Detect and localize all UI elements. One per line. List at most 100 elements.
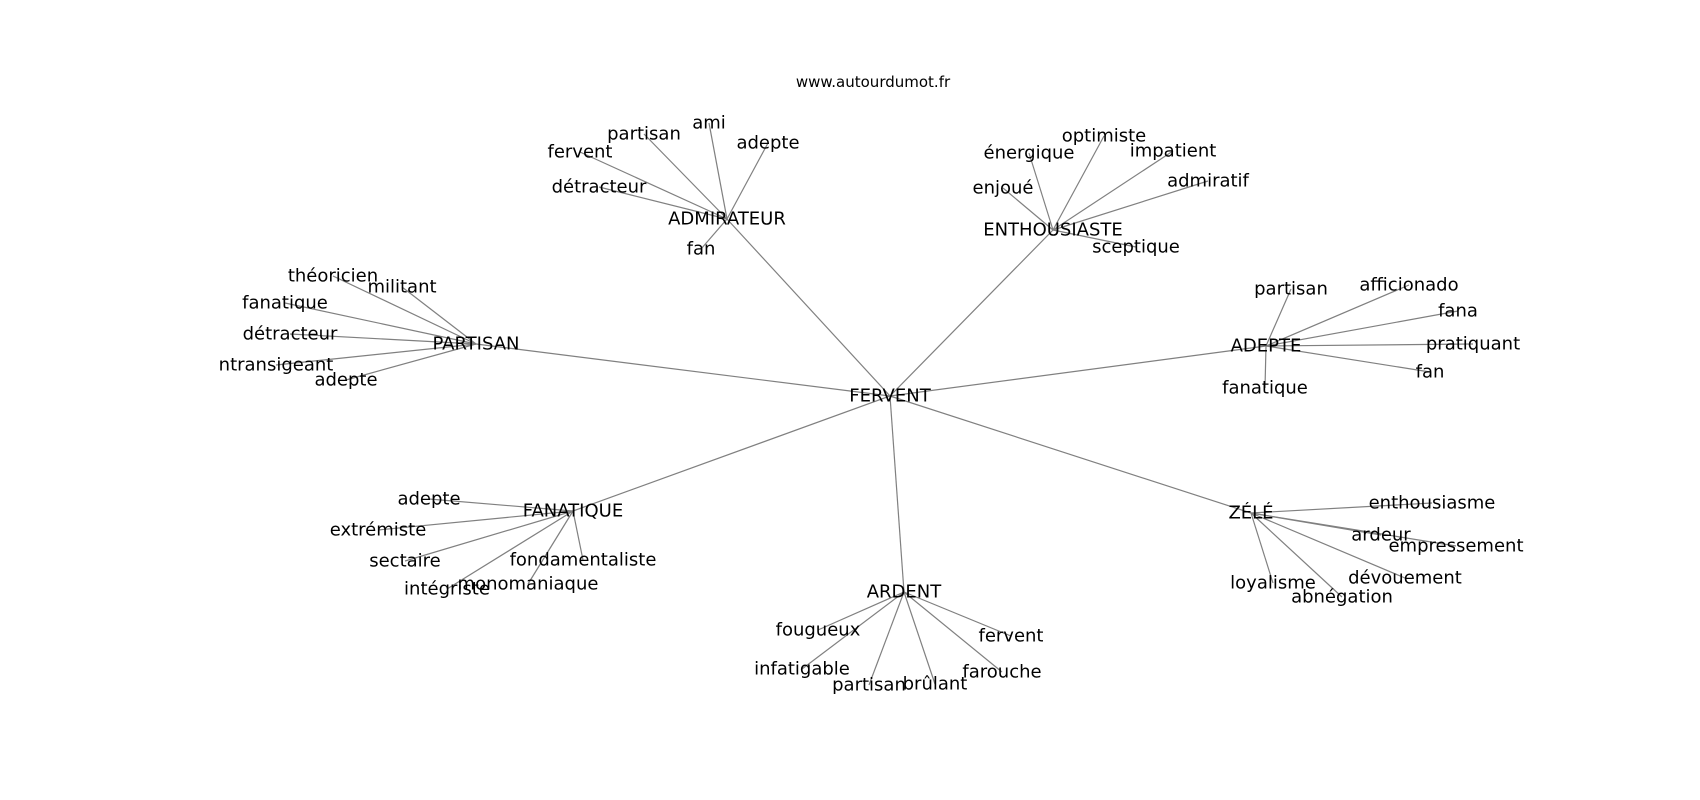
center-edge — [726, 218, 891, 397]
word-node[interactable]: militant — [367, 277, 436, 298]
center-edge — [889, 229, 1054, 397]
graph-labels: www.autourdumot.fr FERVENT ADMIRATEUR fan d… — [219, 73, 1524, 696]
word-edge — [726, 142, 769, 220]
word-node[interactable]: impatient — [1130, 141, 1217, 162]
word-edge — [903, 591, 1012, 637]
word-edge — [1265, 343, 1474, 347]
word-node[interactable]: brûlant — [903, 674, 968, 695]
word-node[interactable]: empressement — [1388, 536, 1523, 557]
word-node[interactable]: ami — [692, 113, 726, 134]
word-node[interactable]: partisan — [607, 124, 681, 145]
group-node[interactable]: ADMIRATEUR — [668, 209, 786, 230]
group-node[interactable]: FANATIQUE — [523, 501, 623, 522]
group-node[interactable]: ARDENT — [867, 582, 943, 603]
site-label[interactable]: www.autourdumot.fr — [796, 73, 951, 91]
word-edge — [428, 498, 574, 512]
word-node[interactable]: optimiste — [1062, 126, 1147, 147]
word-edge — [903, 591, 936, 685]
word-node[interactable]: détracteur — [243, 324, 338, 345]
word-node[interactable]: fervent — [978, 626, 1043, 647]
word-node[interactable]: sectaire — [369, 551, 441, 572]
word-node[interactable]: enthousiasme — [1369, 493, 1496, 514]
word-edge — [1250, 502, 1433, 514]
word-edge — [446, 510, 574, 590]
word-edge — [1265, 345, 1431, 373]
group-node[interactable]: ADEPTE — [1231, 336, 1302, 357]
word-edge — [1250, 512, 1406, 579]
center-edge — [475, 343, 891, 397]
center-edge — [889, 395, 905, 593]
word-edge — [801, 591, 905, 670]
word-node[interactable]: fervent — [547, 142, 612, 163]
word-node[interactable]: énergique — [984, 143, 1075, 164]
word-node[interactable]: fana — [1438, 301, 1478, 322]
word-node[interactable]: enjoué — [973, 178, 1034, 199]
word-edge — [1265, 284, 1410, 347]
word-edge — [1052, 180, 1209, 231]
word-edge — [377, 510, 574, 531]
word-edge — [1264, 345, 1267, 389]
word-node[interactable]: infatigable — [754, 659, 850, 680]
word-node[interactable]: extrémiste — [330, 520, 427, 541]
word-edge — [1028, 152, 1054, 231]
word-node[interactable]: adepte — [397, 489, 460, 510]
word-node[interactable]: adepte — [736, 133, 799, 154]
word-node[interactable]: sceptique — [1092, 237, 1180, 258]
word-node[interactable]: afficionado — [1359, 275, 1458, 296]
word-edge — [903, 591, 1003, 673]
word-node[interactable]: adepte — [314, 370, 377, 391]
word-edge — [1250, 512, 1457, 547]
word-edge — [598, 186, 728, 220]
word-edge — [1002, 187, 1054, 231]
word-edge — [527, 510, 574, 585]
word-node[interactable]: monomaniaque — [458, 574, 599, 595]
word-edge — [1265, 288, 1292, 347]
word-node[interactable]: fanatique — [1222, 378, 1308, 399]
word-node[interactable]: loyalisme — [1230, 573, 1316, 594]
word-node[interactable]: fanatique — [242, 293, 328, 314]
group-node[interactable]: ZÉLÉ — [1228, 502, 1273, 524]
word-node[interactable]: fondamentaliste — [510, 550, 657, 571]
word-edge — [700, 218, 728, 250]
word-edge — [404, 510, 574, 562]
word-node[interactable]: théoricien — [288, 266, 378, 287]
word-edge — [332, 275, 477, 345]
word-edge — [289, 333, 477, 345]
word-edge — [579, 151, 728, 220]
word-node[interactable]: intégriste — [404, 579, 490, 600]
word-node[interactable]: partisan — [1254, 279, 1328, 300]
word-node[interactable]: farouche — [962, 662, 1041, 683]
word-edge — [817, 591, 905, 631]
word-node[interactable]: partisan — [832, 675, 906, 696]
word-node[interactable]: abnégation — [1291, 587, 1393, 608]
word-node[interactable]: fougueux — [776, 620, 861, 641]
word-edge — [708, 122, 728, 220]
word-node[interactable]: ntransigeant — [219, 355, 334, 376]
word-edge — [345, 343, 477, 381]
word-edge — [643, 133, 728, 220]
group-node[interactable]: PARTISAN — [432, 334, 519, 355]
word-edge — [284, 302, 477, 345]
center-edge — [889, 395, 1252, 514]
word-edge — [1265, 310, 1459, 347]
graph-edges — [275, 122, 1474, 686]
word-node[interactable]: admiratif — [1167, 171, 1249, 192]
group-node[interactable]: ENTHOUSIASTE — [983, 220, 1123, 241]
word-edge — [572, 510, 584, 561]
word-edge — [1052, 135, 1105, 231]
word-node[interactable]: fan — [1416, 362, 1445, 383]
word-node[interactable]: dévouement — [1348, 568, 1462, 589]
word-edge — [1250, 512, 1274, 584]
word-node[interactable]: détracteur — [552, 177, 647, 198]
word-edge — [401, 286, 477, 345]
word-edge — [1052, 150, 1174, 231]
word-node[interactable]: ardeur — [1351, 525, 1411, 546]
word-edge — [868, 591, 905, 686]
word-edge — [1250, 512, 1343, 598]
center-edge — [572, 395, 891, 512]
word-node[interactable]: fan — [687, 239, 716, 260]
word-node[interactable]: pratiquant — [1426, 334, 1520, 355]
center-node[interactable]: FERVENT — [849, 386, 931, 407]
word-edge — [1052, 229, 1137, 248]
